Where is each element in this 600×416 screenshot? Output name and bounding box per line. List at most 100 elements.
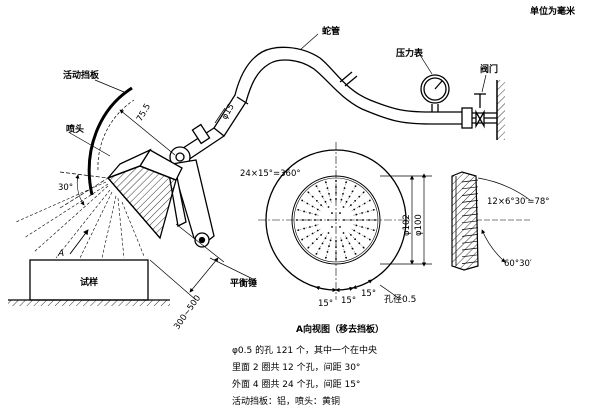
- hole-radial: [306, 190, 324, 208]
- label-valve: 阀门: [480, 63, 498, 75]
- hole-radial: [348, 190, 366, 208]
- hole-radial: [353, 224, 377, 232]
- hole-radials: [294, 178, 378, 262]
- units-note: 单位为毫米: [530, 7, 576, 17]
- dim-spacing-b: 15°: [341, 296, 356, 306]
- nozzle-hole: [351, 190, 354, 193]
- leader-lines: [69, 33, 487, 300]
- label-hole-dia: 孔径0.5: [384, 293, 416, 305]
- side-hole-marks: [461, 179, 479, 264]
- nozzle-hole: [361, 212, 363, 214]
- hole-radial: [353, 208, 377, 216]
- side-hole-mark: [461, 186, 479, 190]
- hole-radial: [351, 198, 373, 212]
- label-snake-tube: 蛇管: [322, 25, 340, 37]
- nozzle-hole: [331, 212, 333, 214]
- nozzle-hole: [343, 219, 345, 221]
- nozzle-hole: [342, 206, 345, 208]
- nozzle-hole: [318, 190, 321, 193]
- hole-radial: [351, 228, 373, 242]
- hole-radial: [314, 235, 328, 257]
- hole-radial: [295, 208, 319, 216]
- diameter-dims: [380, 173, 432, 267]
- side-hole-mark: [461, 206, 479, 210]
- hole-radial: [314, 183, 328, 205]
- arm-radius-dim: [119, 107, 226, 156]
- hole-radial: [340, 237, 348, 261]
- distance-dim: [149, 223, 225, 301]
- nozzle-hole: [324, 200, 327, 203]
- nozzle-hole: [339, 226, 341, 228]
- nozzle-hole: [345, 200, 348, 203]
- dim-arm-length: 75.5: [135, 102, 153, 123]
- note-line: φ0.5 的孔 121 个，其中一个在中央: [232, 346, 378, 356]
- nozzle-hole: [363, 235, 366, 238]
- hole-radial: [344, 183, 358, 205]
- nozzle-hole: [339, 212, 341, 214]
- view-caption: A向视图（移去挡板）: [296, 323, 384, 335]
- hole-radial: [299, 228, 321, 242]
- nozzle-hole: [320, 219, 322, 221]
- nozzle-hole: [306, 202, 309, 205]
- hole-radial: [348, 232, 366, 250]
- hole-radial: [324, 237, 332, 261]
- note-line: 活动挡板：铝，喷头：黄铜: [232, 397, 341, 407]
- nozzle-hole: [309, 212, 311, 214]
- spacing-dims: [315, 279, 373, 293]
- dim-arc-angle: 60°30′: [504, 259, 532, 269]
- dim-pattern: 24×15°=360°: [240, 169, 301, 179]
- nozzle-hole: [342, 232, 345, 234]
- nozzle-hole: [331, 226, 333, 228]
- movable-baffle: [87, 86, 135, 196]
- snake-tube: [213, 46, 470, 137]
- label-movable-baffle: 活动挡板: [63, 69, 100, 81]
- hole-radial: [299, 198, 321, 212]
- nozzle-hole: [303, 210, 306, 213]
- nozzle-side-section: [451, 171, 531, 271]
- hole-radial: [306, 232, 324, 250]
- view-a-letter: A: [57, 249, 64, 259]
- side-hole-mark: [461, 240, 479, 244]
- nozzle-head: [106, 148, 183, 240]
- spec-notes: φ0.5 的孔 121 个，其中一个在中央 里面 2 圈共 12 个孔，间距 3…: [232, 343, 532, 411]
- dim-angle-30: 30°: [58, 183, 73, 193]
- nozzle-hole: [327, 232, 330, 234]
- side-hole-mark: [461, 227, 479, 230]
- pressure-gauge: [420, 74, 450, 112]
- nozzle-hole: [306, 235, 309, 238]
- nozzle-hole: [353, 229, 356, 232]
- side-hole-mark: [461, 213, 479, 217]
- side-hole-mark: [461, 247, 479, 251]
- dim-spacing-c: 15°: [361, 289, 376, 299]
- side-hole-mark: [461, 193, 479, 196]
- label-nozzle: 喷头: [66, 123, 84, 135]
- spray-pattern: [15, 181, 145, 259]
- note-line: 外面 4 圈共 24 个孔，间距 15°: [232, 380, 361, 390]
- hole-radial: [295, 224, 319, 232]
- nozzle-hole: [340, 198, 343, 201]
- nozzle-hole: [350, 219, 352, 221]
- nozzle-hole: [327, 206, 330, 208]
- nozzle-hole: [316, 208, 319, 211]
- hole-radial: [324, 179, 332, 203]
- nozzle-hole: [366, 210, 369, 213]
- wall: [496, 80, 505, 140]
- dim-dia-102: φ102: [402, 214, 412, 236]
- valve: [461, 93, 497, 129]
- side-hole-mark: [461, 261, 479, 264]
- side-hole-mark: [461, 220, 479, 224]
- side-hole-mark: [461, 179, 479, 183]
- nozzle-hole: [363, 202, 366, 205]
- dim-distance: 300~500: [172, 294, 203, 332]
- nozzle-hole: [335, 219, 337, 221]
- nozzle-hole: [353, 208, 356, 211]
- dim-spacing-a: 15°: [318, 299, 333, 309]
- dim-dia-100: φ100: [414, 214, 424, 236]
- side-hole-mark: [461, 254, 479, 258]
- label-counterweight: 平衡锤: [230, 277, 257, 289]
- hole-radial: [344, 235, 358, 257]
- nozzle-arm: [167, 123, 226, 248]
- side-hole-mark: [461, 234, 479, 237]
- angle-30-dim: [59, 171, 109, 209]
